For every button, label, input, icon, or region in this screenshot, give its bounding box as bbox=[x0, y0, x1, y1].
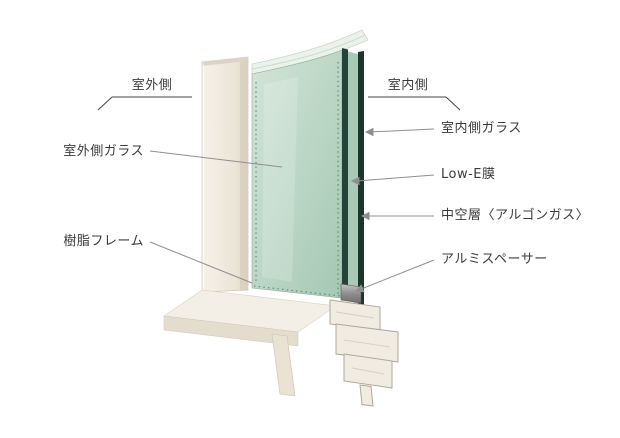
label-outdoor-glass: 室外側ガラス bbox=[63, 144, 144, 159]
leader-line-resin-frame bbox=[149, 241, 253, 284]
leader-line-indoor-glass bbox=[368, 128, 435, 133]
frame-profile-section bbox=[329, 299, 399, 407]
leader-line-outdoor-glass bbox=[149, 150, 283, 168]
sill-fin bbox=[271, 333, 296, 397]
resin-frame-sill bbox=[163, 289, 337, 397]
label-indoor-side: 室内側 bbox=[387, 78, 429, 93]
indoor-direction-marker bbox=[368, 96, 461, 111]
leader-arrow-low-e bbox=[350, 176, 360, 186]
leader-arrow-indoor-glass bbox=[364, 127, 374, 137]
aluminum-spacer-part bbox=[340, 283, 362, 304]
leader-line-low-e bbox=[356, 174, 435, 182]
label-outdoor-side: 室外側 bbox=[131, 78, 173, 93]
glass-sheen bbox=[262, 77, 298, 282]
label-low-e-film: Low-E膜 bbox=[441, 167, 496, 182]
indoor-pane-edge bbox=[358, 51, 364, 306]
label-aluminum-spacer: アルミスペーサー bbox=[441, 252, 548, 267]
resin-frame-jamb bbox=[201, 56, 249, 293]
label-resin-frame: 樹脂フレーム bbox=[63, 234, 144, 249]
leader-arrow-spacer bbox=[354, 284, 365, 293]
leader-arrow-air-gap bbox=[360, 211, 370, 221]
low-e-dotted-texture bbox=[253, 62, 341, 297]
label-indoor-glass: 室内側ガラス bbox=[441, 121, 522, 136]
outdoor-direction-marker bbox=[97, 96, 192, 111]
label-air-gap: 中空層〈アルゴンガス〉 bbox=[441, 208, 590, 223]
outdoor-pane-edge bbox=[342, 48, 348, 300]
leader-line-spacer bbox=[359, 259, 435, 290]
